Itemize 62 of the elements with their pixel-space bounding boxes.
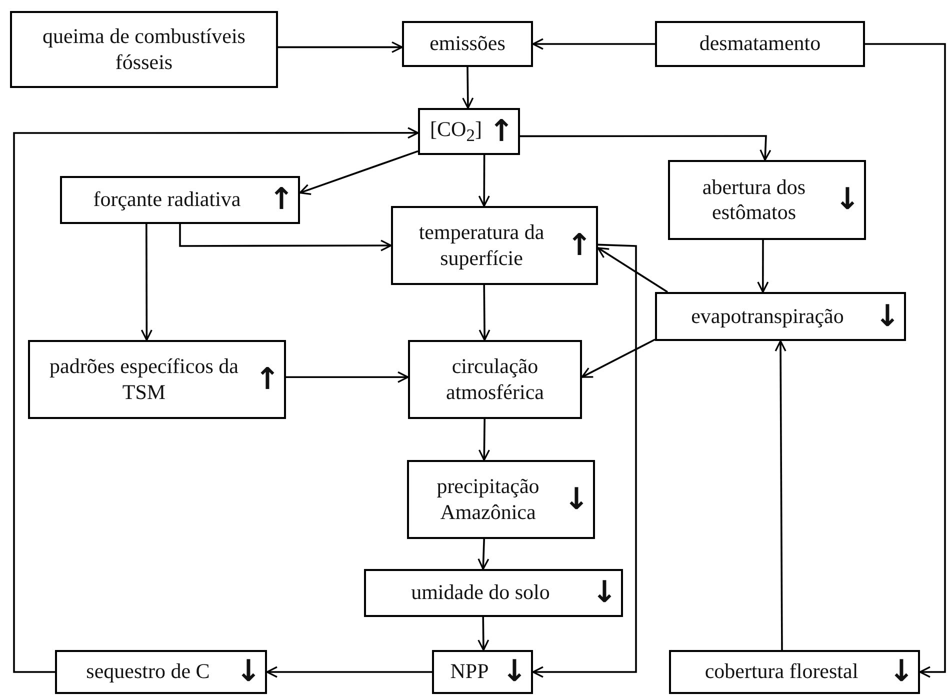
process-box <box>391 206 598 285</box>
box-label: desmatamento <box>699 31 821 57</box>
arrow <box>478 538 490 570</box>
arrow <box>757 240 769 293</box>
arrow <box>278 41 403 53</box>
process-box <box>55 650 267 694</box>
arrow <box>478 285 490 341</box>
process-box <box>669 650 920 694</box>
process-box <box>60 176 300 224</box>
arrow <box>478 155 490 207</box>
box-label: abertura dos estômatos <box>701 174 807 226</box>
box-label: precipitação Amazônica <box>436 474 540 525</box>
arrow <box>462 66 474 109</box>
arrow <box>13 127 419 673</box>
arrow <box>520 135 772 161</box>
box-label: emissões <box>430 31 506 57</box>
arrow <box>532 38 655 50</box>
process-box <box>655 21 865 67</box>
trend-arrow: ↑ <box>268 185 294 215</box>
box-label: padrões específicos da TSM <box>49 354 239 405</box>
box-label: forçante radiativa <box>93 187 241 213</box>
process-box <box>655 292 906 341</box>
trend-arrow: ↑ <box>254 364 280 394</box>
process-box <box>28 340 286 419</box>
process-box <box>402 21 533 67</box>
arrow <box>299 150 418 195</box>
process-box <box>432 650 533 694</box>
trend-arrow: ↑ <box>488 116 514 146</box>
box-label: evapotranspiração <box>691 304 844 330</box>
box-label: cobertura florestal <box>704 659 858 685</box>
arrow <box>597 247 668 293</box>
trend-arrow: ↓ <box>236 657 261 687</box>
arrow <box>286 371 409 383</box>
arrow <box>581 338 656 378</box>
trend-arrow: ↓ <box>564 484 589 514</box>
process-box <box>668 160 866 240</box>
process-box <box>408 340 582 419</box>
arrow <box>179 224 392 252</box>
process-box <box>407 460 595 539</box>
arrow <box>774 340 786 650</box>
arrow <box>532 244 637 678</box>
arrow <box>478 418 490 461</box>
arrow <box>478 617 490 651</box>
trend-arrow: ↓ <box>592 578 617 608</box>
process-box <box>364 569 623 617</box>
arrow <box>865 43 946 678</box>
trend-arrow: ↓ <box>874 302 900 332</box>
process-box <box>10 11 278 88</box>
trend-arrow: ↓ <box>888 657 914 687</box>
box-label: circulação atmosférica <box>445 354 545 405</box>
arrow <box>140 224 152 341</box>
arrow <box>266 666 432 678</box>
box-label: umidade do solo <box>411 580 550 606</box>
process-box <box>418 108 520 155</box>
box-label: [CO$_{2}$] <box>430 116 482 146</box>
trend-arrow: ↓ <box>834 185 860 215</box>
box-label: temperatura da superfície <box>418 220 546 271</box>
box-label: queima de combustíveis fósseis <box>42 24 246 75</box>
trend-arrow: ↑ <box>566 230 592 260</box>
trend-arrow: ↓ <box>502 657 527 687</box>
box-label: NPP <box>450 659 489 685</box>
box-label: sequestro de C <box>86 659 210 685</box>
